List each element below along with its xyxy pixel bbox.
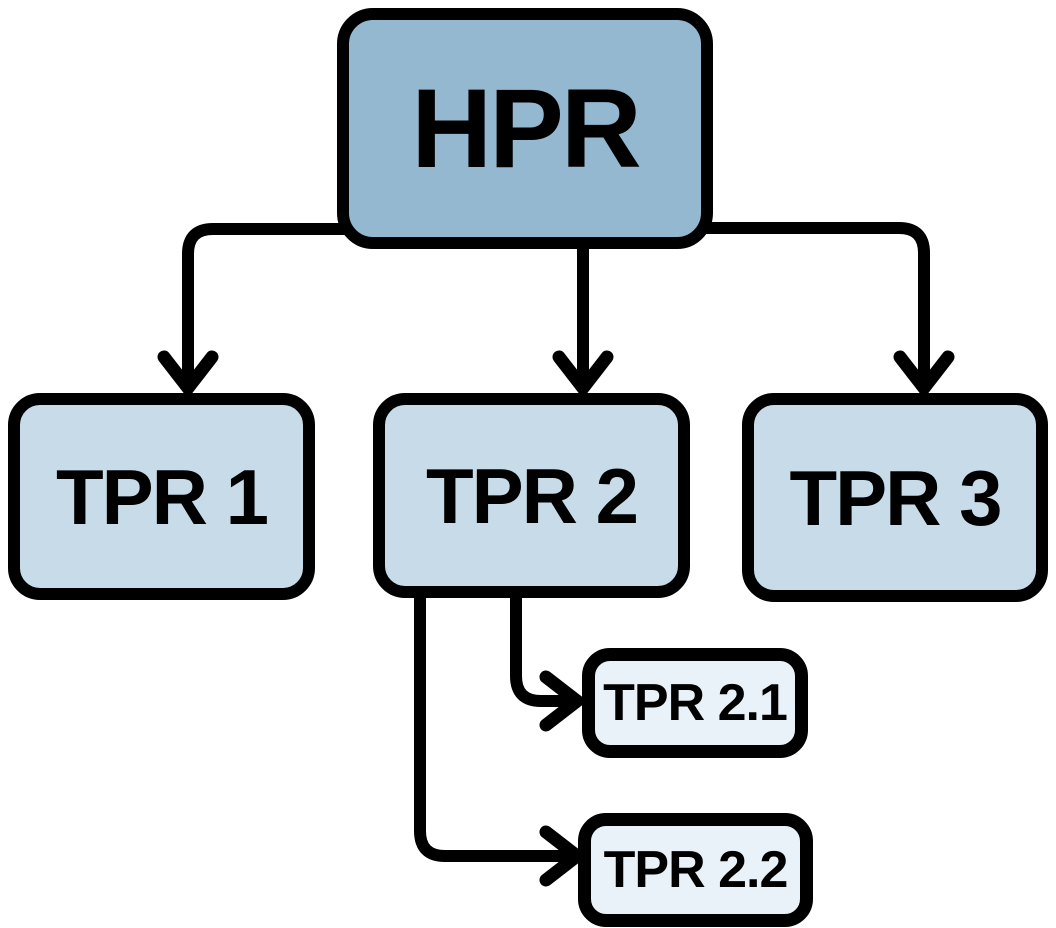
node-tpr2-1: TPR 2.1 [582, 648, 808, 758]
node-tpr3-label: TPR 3 [789, 453, 1002, 542]
edge-line [510, 588, 572, 707]
node-tpr2-2-label: TPR 2.2 [603, 841, 789, 899]
edge-hpr-to-tpr1 [157, 223, 345, 399]
edge-hpr-to-tpr3 [706, 222, 955, 399]
node-tpr2-label: TPR 2 [425, 451, 639, 540]
arrowhead-down-icon [893, 350, 955, 399]
edge-tpr2-to-tpr22 [414, 588, 588, 887]
node-hpr: HPR [337, 8, 713, 249]
arrowhead-right-icon [539, 825, 588, 887]
edge-line [414, 588, 572, 862]
edge-line [706, 222, 930, 384]
arrowhead-down-icon [552, 350, 614, 399]
node-tpr1-label: TPR 1 [55, 452, 269, 541]
node-tpr2: TPR 2 [373, 393, 690, 598]
arrowhead-down-icon [157, 350, 219, 399]
node-tpr2-2: TPR 2.2 [578, 813, 813, 927]
edge-line [182, 223, 345, 384]
edge-hpr-to-tpr2 [552, 245, 614, 399]
edge-tpr2-to-tpr21 [510, 588, 588, 732]
node-tpr3: TPR 3 [742, 393, 1048, 602]
node-tpr2-1-label: TPR 2.1 [603, 674, 788, 732]
node-tpr1: TPR 1 [8, 393, 315, 600]
arrowhead-right-icon [539, 670, 588, 732]
node-hpr-label: HPR [411, 65, 641, 191]
